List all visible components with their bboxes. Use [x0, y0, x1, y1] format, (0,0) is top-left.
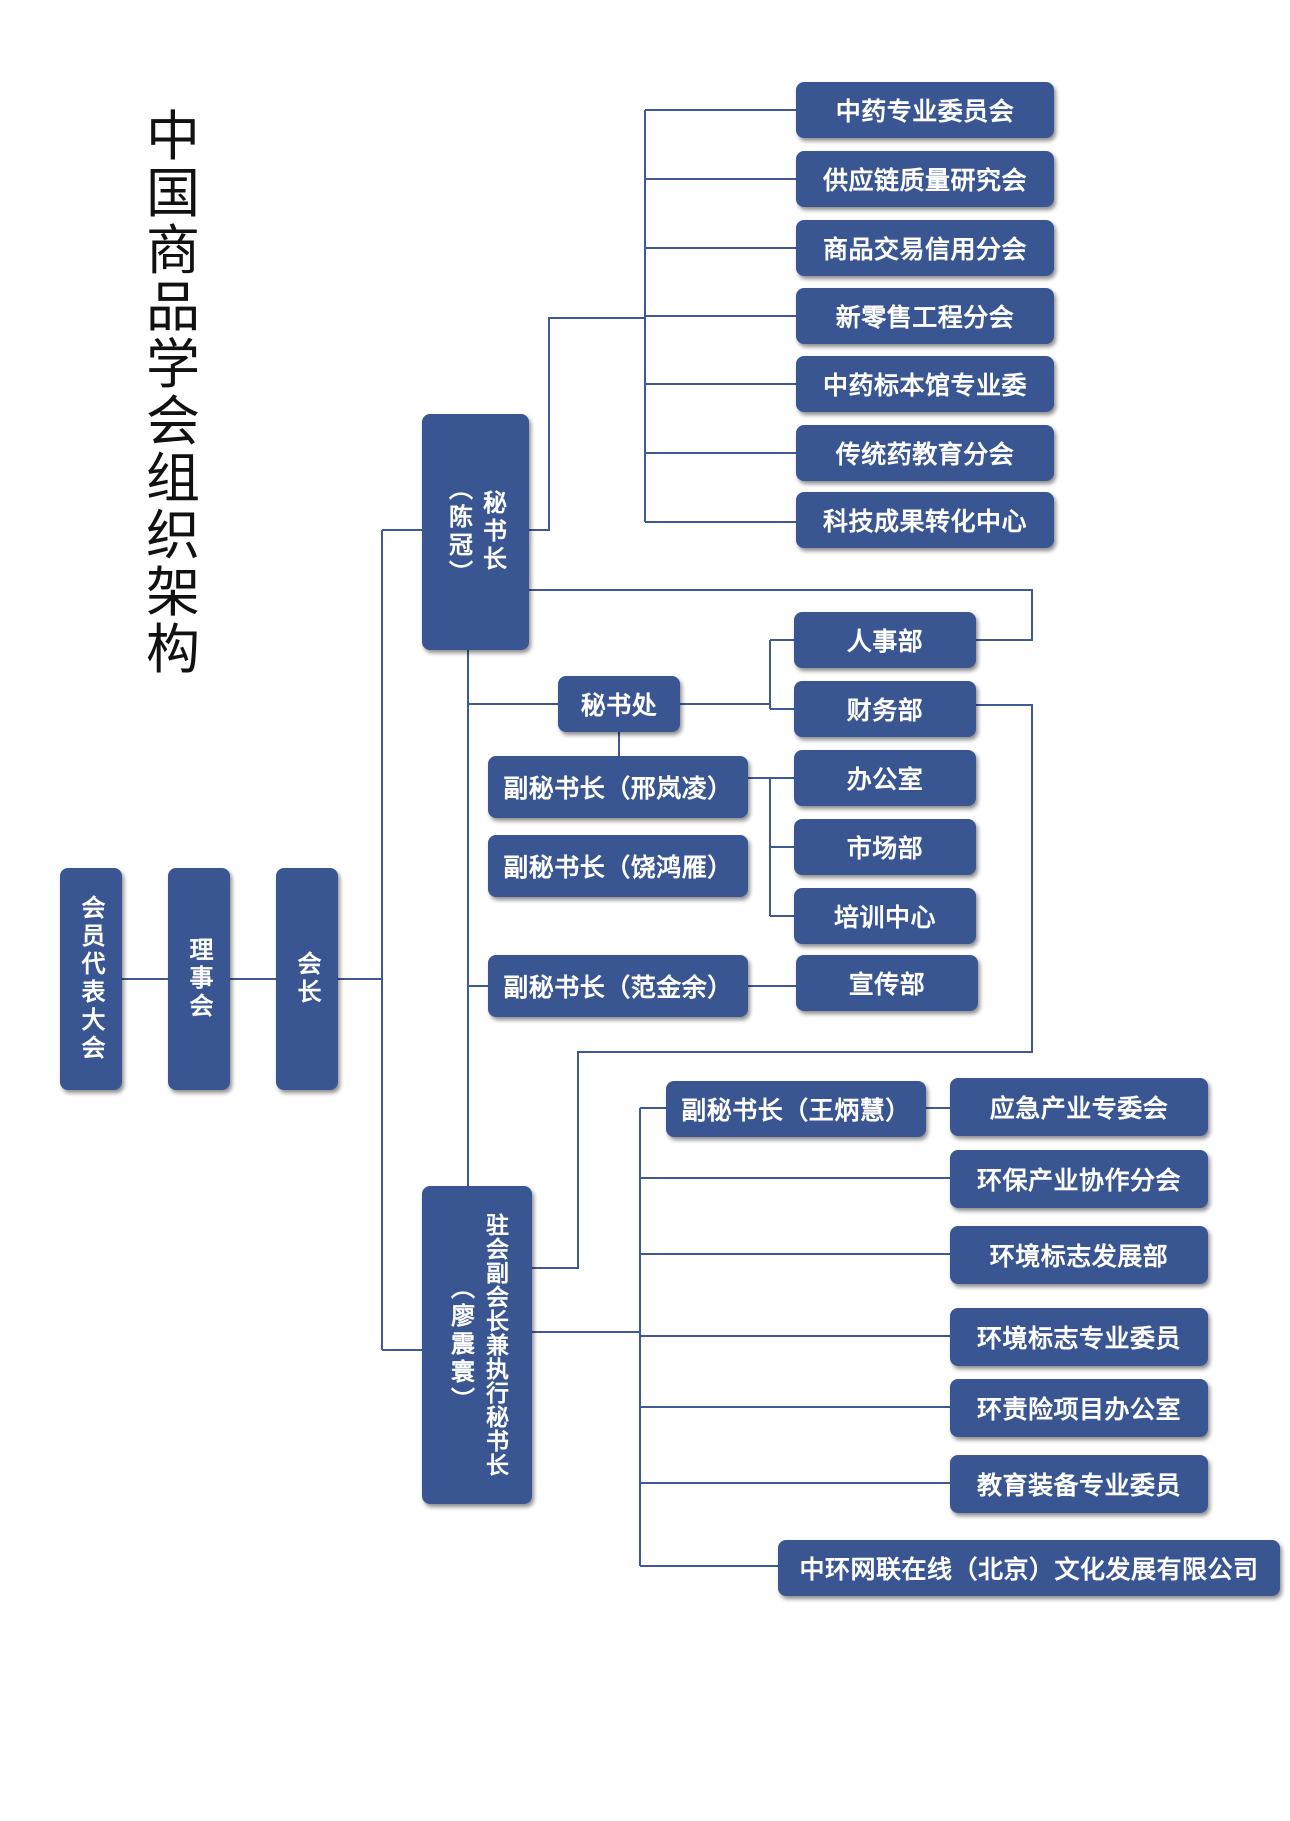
exec-unit-3: 环境标志发展部: [950, 1226, 1208, 1284]
exec-unit-6: 教育装备专业委员: [950, 1455, 1208, 1513]
connector-line-7: [529, 317, 645, 531]
executive-role: 驻会副会长兼执行秘书长: [481, 1213, 508, 1477]
exec-unit-4: 环境标志专业委员: [950, 1308, 1208, 1366]
president-label: 会长: [293, 951, 321, 1007]
publicity-department: 宣传部: [796, 955, 978, 1011]
member-congress-label: 会员代表大会: [77, 895, 105, 1063]
secretariat-node: 秘书处: [558, 676, 680, 732]
sg-committee-2: 供应链质量研究会: [796, 151, 1054, 207]
exec-unit-2: 环保产业协作分会: [950, 1150, 1208, 1208]
connector-line-19: [529, 589, 1033, 641]
sg-committee-5: 中药标本馆专业委: [796, 356, 1054, 412]
secretary-general-node: 秘书长 （陈冠）: [422, 414, 529, 650]
executive-node: 驻会副会长兼执行秘书长 （廖震寰）: [422, 1186, 532, 1504]
sg-committee-1: 中药专业委员会: [796, 82, 1054, 138]
office-department: 办公室: [794, 750, 976, 806]
president-node: 会长: [276, 868, 338, 1090]
market-department: 市场部: [794, 819, 976, 875]
hr-department: 人事部: [794, 612, 976, 668]
executive-name: （廖震寰）: [446, 1275, 475, 1415]
finance-department: 财务部: [794, 681, 976, 737]
deputy-secretary-wang: 副秘书长（王炳慧）: [666, 1081, 926, 1137]
deputy-secretary-rao: 副秘书长（饶鸿雁）: [488, 835, 748, 897]
exec-unit-1: 应急产业专委会: [950, 1078, 1208, 1136]
training-center: 培训中心: [794, 888, 976, 944]
sg-committee-3: 商品交易信用分会: [796, 220, 1054, 276]
deputy-secretary-xing: 副秘书长（邢岚凌）: [488, 756, 748, 818]
sg-committee-4: 新零售工程分会: [796, 288, 1054, 344]
exec-unit-7: 中环网联在线（北京）文化发展有限公司: [778, 1540, 1280, 1596]
secretary-general-role: 秘书长: [478, 490, 507, 574]
connector-line-31: [532, 704, 1033, 1269]
deputy-secretary-fan: 副秘书长（范金余）: [488, 955, 748, 1017]
sg-committee-7: 科技成果转化中心: [796, 492, 1054, 548]
member-congress-node: 会员代表大会: [60, 868, 122, 1090]
exec-unit-5: 环责险项目办公室: [950, 1379, 1208, 1437]
sg-committee-6: 传统药教育分会: [796, 425, 1054, 481]
council-label: 理事会: [185, 937, 213, 1021]
secretary-general-name: （陈冠）: [444, 476, 473, 588]
chart-title: 中国商品学会组织架构: [146, 105, 200, 681]
council-node: 理事会: [168, 868, 230, 1090]
